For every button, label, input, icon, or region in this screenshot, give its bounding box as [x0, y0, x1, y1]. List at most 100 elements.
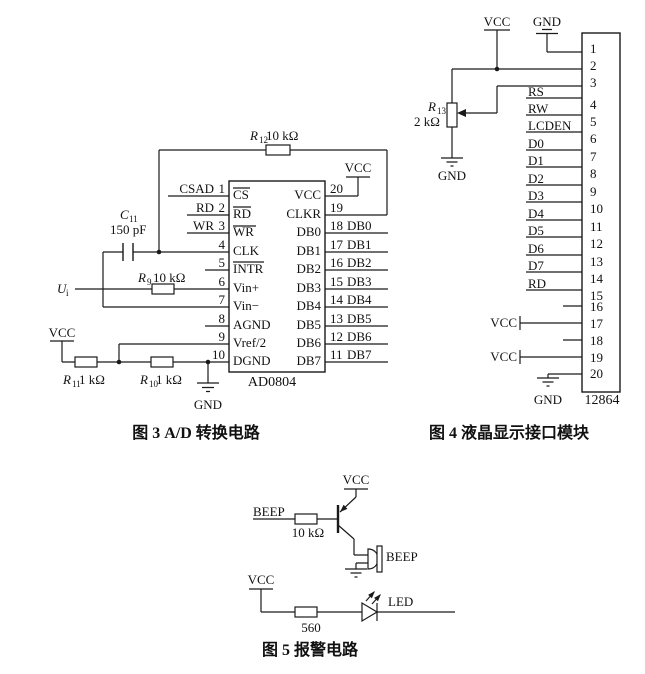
pin-number: 14 [590, 271, 604, 286]
figure-3-ad-converter: CS RD WR CLK INTR Vin+ Vin− AGND Vref/2 … [49, 128, 388, 442]
buzzer-label: BEEP [386, 549, 418, 564]
pin-name: Vin+ [233, 280, 259, 295]
gnd-label: GND [194, 397, 222, 412]
pin-name: DB5 [296, 317, 321, 332]
pin-number: 6 [590, 131, 597, 146]
pin-number: 11 [590, 219, 603, 234]
figure5-caption: 图 5 报警电路 [262, 640, 359, 659]
r12-value: 10 kΩ [266, 128, 298, 143]
pin-number: 13 [590, 254, 603, 269]
fig3-chip-outline [228, 180, 326, 373]
signal-label: RD [528, 276, 546, 291]
vcc-label: VCC [343, 472, 370, 487]
vcc-label: VCC [345, 160, 372, 175]
r12-ref-sub: 12 [259, 135, 268, 145]
pin-number: 20 [330, 181, 343, 196]
c11-value: 150 pF [110, 222, 146, 237]
r11-ref: R [62, 372, 71, 387]
fig3-junction-vref [116, 359, 122, 365]
pin-name: CS [233, 187, 249, 202]
r11-ref-sub: 11 [72, 379, 81, 389]
r10-ref: R [139, 372, 148, 387]
fig5-resistor-base [294, 513, 318, 525]
fig5-gnd-symbol [345, 568, 367, 578]
signal-label: RS [528, 84, 544, 99]
pin-name: AGND [233, 317, 271, 332]
signal-label: CSAD [179, 181, 214, 196]
gnd-label: GND [534, 392, 562, 407]
signal-label: DB7 [347, 347, 372, 362]
pin-name: DGND [233, 353, 271, 368]
signal-label: D5 [528, 223, 544, 238]
vcc-label: VCC [49, 325, 76, 340]
pin-number: 14 [330, 292, 344, 307]
pin-number: 6 [219, 274, 226, 289]
pin-number: 2 [590, 58, 597, 73]
pin-number: 18 [590, 333, 603, 348]
vcc-label: VCC [490, 349, 517, 364]
pin-number: 16 [590, 299, 604, 314]
gnd-label: GND [438, 168, 466, 183]
fig5-wires [253, 489, 455, 613]
pin-number: 15 [330, 274, 343, 289]
fig4-wiper-arrow [457, 109, 466, 117]
signal-label: DB5 [347, 311, 372, 326]
fig5-led-ray-arrow-2 [374, 594, 381, 602]
signal-label: DB4 [347, 292, 372, 307]
fig3-gnd-symbol [197, 362, 219, 393]
fig5-led-triangle [361, 601, 379, 623]
pin-number: 8 [590, 166, 597, 181]
pin-number: 10 [590, 201, 603, 216]
fig3-resistor-r12 [265, 144, 291, 156]
figure3-caption: 图 3 A/D 转换电路 [132, 423, 261, 442]
pin-name: INTR [233, 261, 264, 276]
fig3-overlines [233, 187, 264, 263]
r9-ref: R [137, 270, 146, 285]
signal-label: LCDEN [528, 118, 572, 133]
pin-number: 8 [219, 311, 226, 326]
pin-name: DB1 [296, 243, 321, 258]
chip-label-ad0804: AD0804 [248, 375, 296, 390]
figure-4-lcd-interface: 1 2 3 4 5 6 7 8 9 10 11 12 13 14 15 16 1… [414, 14, 621, 442]
r9-value: 10 kΩ [153, 270, 185, 285]
pin-number: 11 [330, 347, 343, 362]
pin-number: 12 [330, 329, 343, 344]
pin-number: 20 [590, 366, 603, 381]
fig4-junction-vcc [494, 66, 500, 72]
signal-label: D7 [528, 258, 544, 273]
beep-signal-label: BEEP [253, 504, 285, 519]
pin-name: DB2 [296, 261, 321, 276]
pin-name: WR [233, 224, 254, 239]
pin-name: DB6 [296, 335, 321, 350]
signal-label: DB0 [347, 218, 372, 233]
fig3-resistor-r10 [150, 356, 174, 368]
pin-number: 7 [219, 292, 226, 307]
pin-number: 10 [212, 347, 225, 362]
input-voltage-label: U [57, 281, 68, 296]
signal-label: DB2 [347, 255, 372, 270]
figure4-caption: 图 4 液晶显示接口模块 [429, 423, 590, 442]
fig4-potentiometer-r13 [446, 102, 458, 128]
pin-number: 4 [590, 97, 597, 112]
pin-number: 4 [219, 237, 226, 252]
chip-label-12864: 12864 [585, 393, 620, 408]
fig3-junction-dgnd [205, 359, 211, 365]
fig3-vcc-symbols [50, 176, 370, 362]
c11-ref-sub: 11 [129, 214, 138, 224]
fig5-buzzer-plate [376, 545, 383, 573]
r13-value: 2 kΩ [414, 114, 440, 129]
pin-number: 5 [219, 255, 226, 270]
pin-name: CLK [233, 243, 260, 258]
r9-ref-sub: 9 [147, 277, 152, 287]
pin-name: RD [233, 206, 251, 221]
r10-ref-sub: 10 [149, 379, 159, 389]
pin-name: DB3 [296, 280, 321, 295]
signal-label: DB1 [347, 237, 372, 252]
pin-number: 16 [330, 255, 344, 270]
pin-number: 9 [219, 329, 226, 344]
pin-name: Vin− [233, 298, 259, 313]
fig4-module-outline [581, 32, 621, 393]
pin-number: 18 [330, 218, 343, 233]
fig4-vcc-symbols [484, 29, 521, 364]
pin-number: 1 [590, 41, 597, 56]
